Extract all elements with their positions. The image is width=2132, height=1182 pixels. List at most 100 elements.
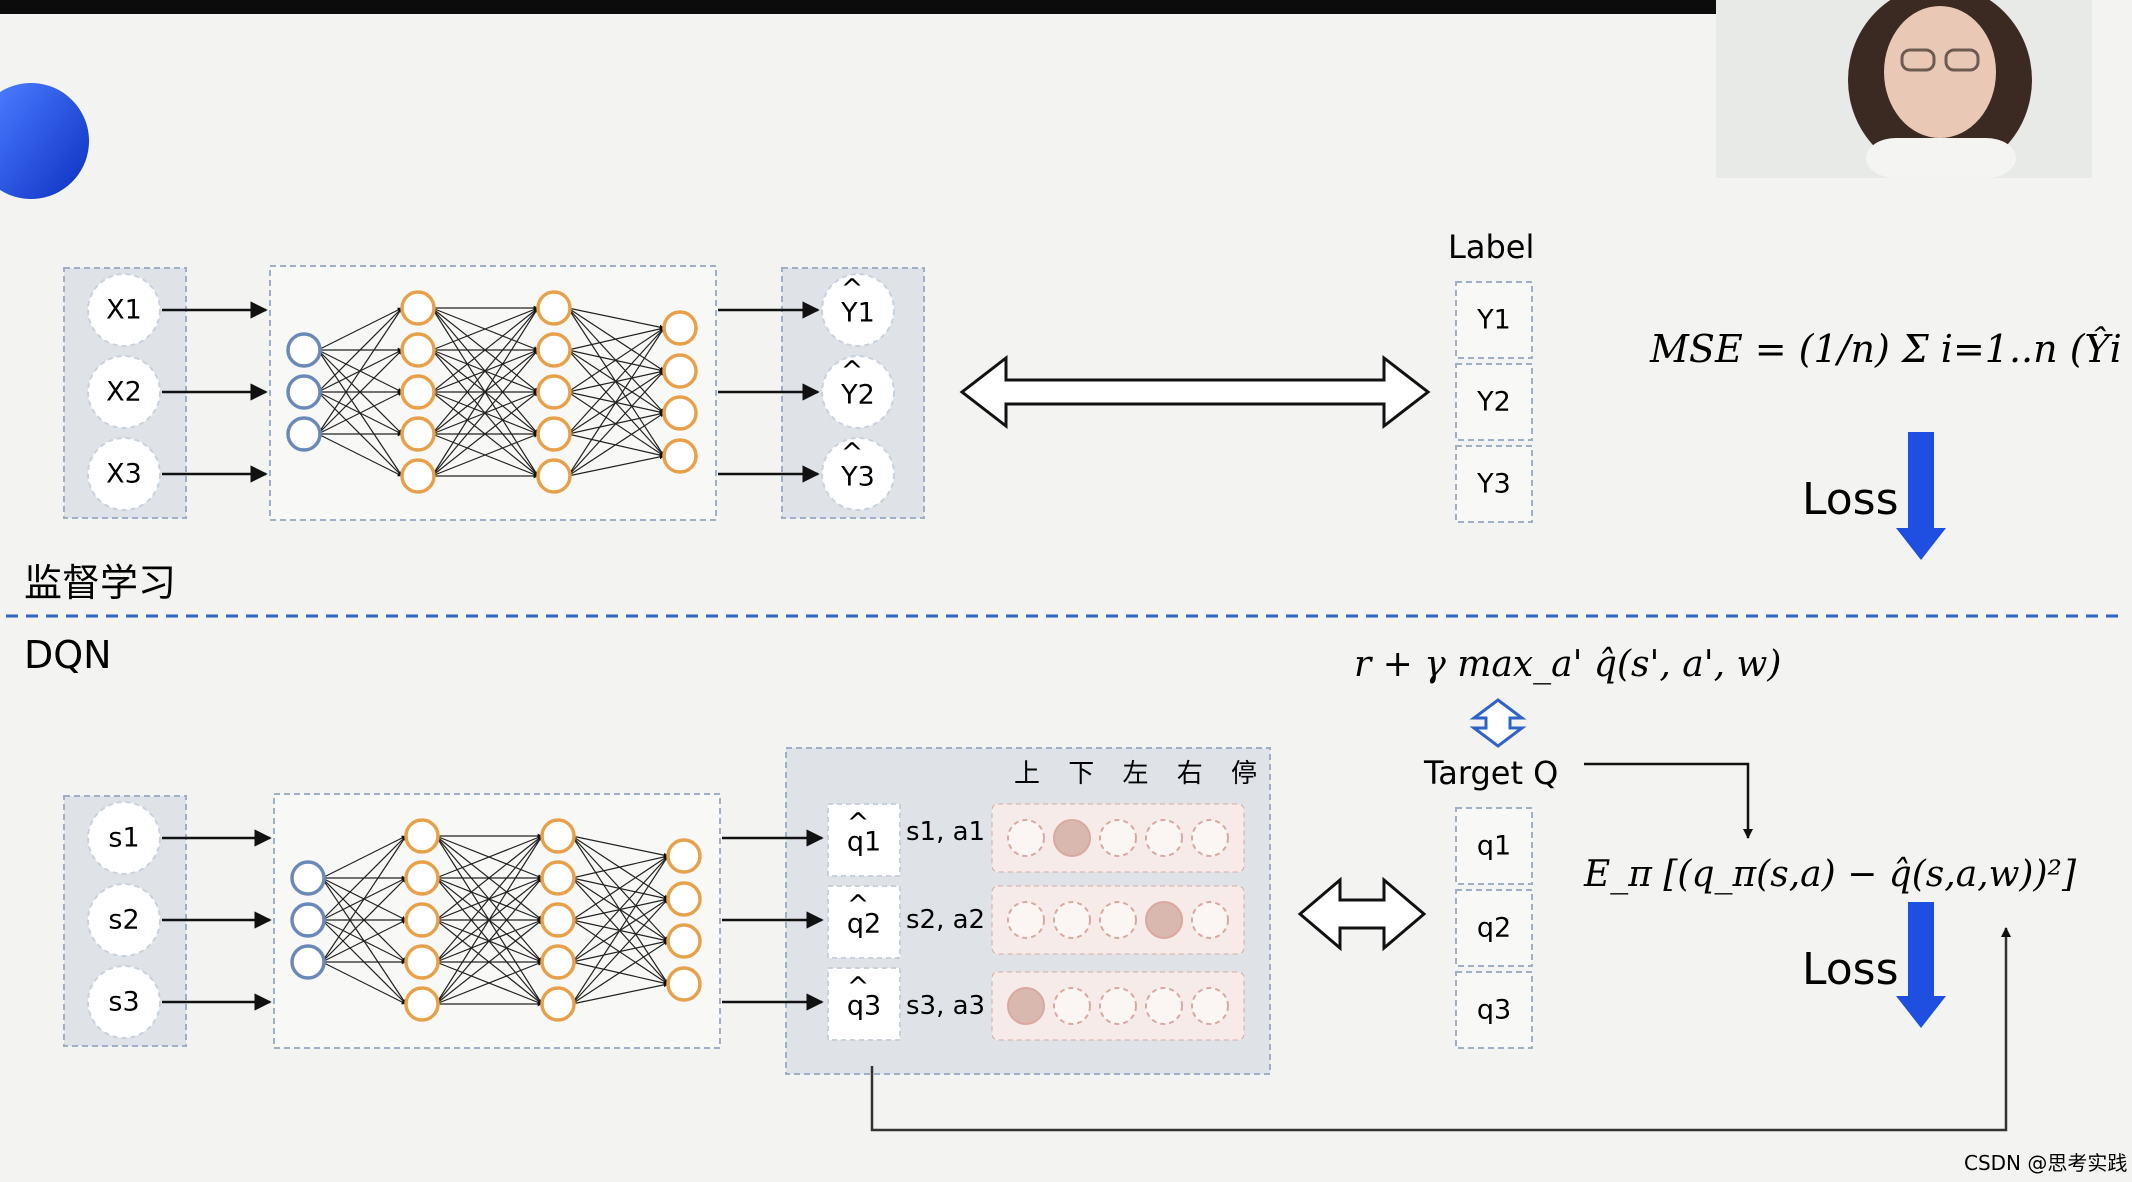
network-neuron — [290, 902, 326, 938]
network-edge — [431, 433, 539, 477]
network-neuron — [666, 923, 702, 959]
network-edge — [321, 835, 407, 963]
action-cell — [1007, 987, 1045, 1025]
input-s2: s2 — [108, 905, 139, 936]
action-cell — [1145, 901, 1183, 939]
network-edge — [435, 835, 543, 879]
compare-double-arrow-dqn — [1297, 876, 1427, 952]
network-edge — [571, 855, 669, 963]
network-edge — [567, 327, 665, 435]
network-neuron — [536, 458, 572, 494]
network-edge — [431, 349, 539, 477]
network-neuron — [662, 353, 698, 389]
network-edge — [567, 412, 665, 477]
hat-mark: ^ — [847, 808, 870, 839]
action-cell — [1099, 901, 1137, 939]
network-neuron — [540, 986, 576, 1022]
network-neuron — [290, 944, 326, 980]
label-y1: Y1 — [1476, 305, 1511, 336]
network-neuron — [404, 986, 440, 1022]
label-title: Label — [1448, 228, 1534, 266]
network-neuron — [404, 944, 440, 980]
action-header: 上 下 左 右 停 — [1014, 759, 1267, 789]
input-x1: X1 — [106, 295, 142, 326]
network-neuron — [540, 818, 576, 854]
action-cell — [1099, 987, 1137, 1025]
network-edge — [571, 940, 669, 1005]
network-edge — [317, 391, 403, 435]
network-neuron — [540, 860, 576, 896]
network-edge — [567, 327, 665, 393]
pair-label-1: s1, a1 — [906, 817, 985, 847]
action-rows — [991, 803, 1245, 1041]
network-edge — [435, 835, 543, 1005]
network-edge — [435, 877, 543, 1005]
network-neuron — [400, 458, 436, 494]
network-neuron — [404, 818, 440, 854]
action-cell — [1145, 819, 1183, 857]
network-edge — [567, 307, 665, 330]
network-edge — [431, 307, 539, 351]
presenter-glasses-left — [1900, 48, 1936, 72]
input-s3: s3 — [108, 987, 139, 1018]
network-neuron — [290, 860, 326, 896]
compare-double-arrow-top — [959, 354, 1431, 430]
target-updown-arrow-icon — [1469, 698, 1527, 748]
input-s1: s1 — [108, 823, 139, 854]
loss-label-dqn: Loss — [1802, 944, 1899, 995]
action-cell — [1053, 819, 1091, 857]
q-hat-3: q3 — [847, 991, 881, 1022]
target-connector — [1584, 762, 1753, 839]
section-dqn: DQN — [24, 633, 112, 677]
network-edge — [567, 327, 665, 477]
network-edge — [431, 391, 539, 477]
network-edge — [321, 919, 407, 963]
network-neuron — [662, 438, 698, 474]
action-cell — [1007, 819, 1045, 857]
network-edge — [571, 855, 669, 1005]
network-top — [286, 290, 698, 494]
network-neuron — [286, 332, 322, 368]
network-edge — [567, 326, 665, 351]
hat-mark: ^ — [841, 356, 864, 387]
network-edge — [571, 854, 669, 879]
title-bullet-icon — [0, 83, 90, 199]
action-cell — [1191, 819, 1229, 857]
network-neuron — [536, 374, 572, 410]
network-edge — [571, 898, 669, 1005]
hidden-panel-dqn — [273, 793, 721, 1049]
action-cell — [1053, 987, 1091, 1025]
network-neuron — [662, 310, 698, 346]
feedback-connector — [870, 927, 2011, 1132]
target-q3: q3 — [1477, 995, 1511, 1026]
target-q1: q1 — [1477, 831, 1511, 862]
input-nodes-top: X1 X2 X3 — [87, 273, 161, 511]
target-q-label: Target Q — [1423, 754, 1558, 792]
hat-mark: ^ — [847, 972, 870, 1003]
network-neuron — [666, 966, 702, 1002]
network-edge — [567, 454, 665, 477]
network-edge — [435, 835, 543, 963]
target-q2: q2 — [1477, 913, 1511, 944]
target-formula: r + γ max_a' q̂(s', a', w) — [1354, 644, 1781, 685]
action-cell — [1145, 987, 1183, 1025]
label-y3: Y3 — [1476, 469, 1511, 500]
loss-label-top: Loss — [1802, 474, 1899, 525]
output-y1-hat: Y1 — [840, 298, 875, 329]
network-edge — [567, 370, 665, 477]
pair-label-3: s3, a3 — [906, 991, 985, 1021]
network-neuron — [404, 860, 440, 896]
presenter-face — [1884, 6, 1996, 138]
presenter-shirt — [1866, 138, 2016, 178]
network-edge — [431, 307, 539, 477]
network-neuron — [400, 374, 436, 410]
mse-formula: MSE = (1/n) Σ i=1..n (Ŷi - Yi) — [1649, 327, 2132, 371]
output-nodes-top: Y1 Y2 Y3 ^ ^ ^ — [821, 273, 895, 511]
input-arrows-top — [162, 301, 820, 483]
q-hat-1: q1 — [847, 827, 881, 858]
watermark: CSDN @思考实践 — [1964, 1151, 2127, 1175]
output-y3-hat: Y3 — [840, 462, 875, 493]
action-cell — [1007, 901, 1045, 939]
loss-arrow-top — [1896, 432, 1946, 560]
